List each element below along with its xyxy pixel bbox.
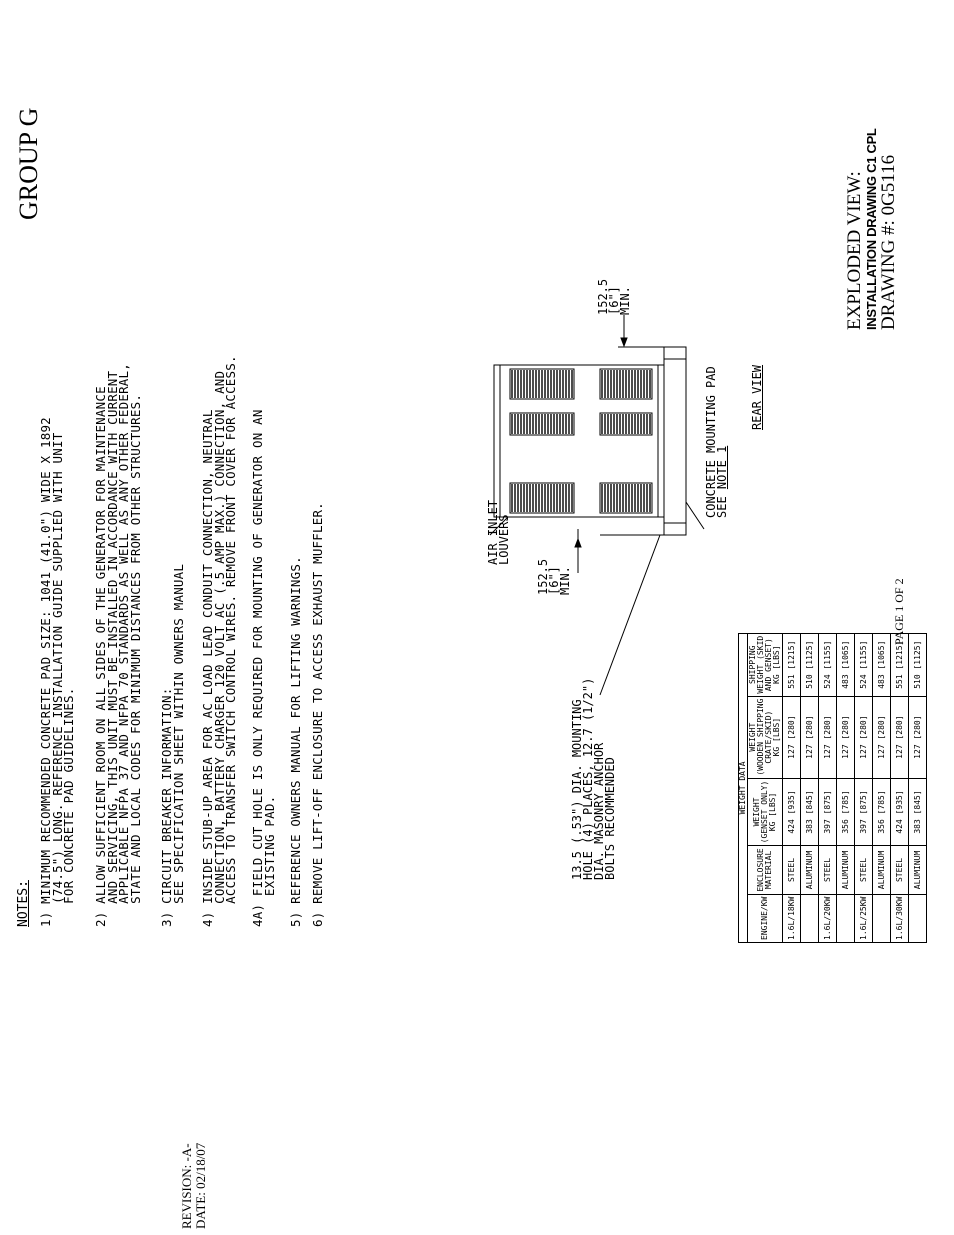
table-cell: 127 [280] xyxy=(800,696,819,779)
weight-table-header-2: WEIGHT (GENSET ONLY) KG [LBS] xyxy=(747,778,783,846)
table-cell: 383 [845] xyxy=(908,778,927,846)
table-cell: 524 [1155] xyxy=(854,633,873,697)
weight-table-header-1: ENCLOSURE MATERIAL xyxy=(747,845,783,895)
table-cell: 524 [1155] xyxy=(818,633,837,697)
table-cell: STEEL xyxy=(854,845,873,895)
table-cell: 551 [1215] xyxy=(890,633,909,697)
pad-leader xyxy=(685,501,705,530)
table-cell: 1.6L/18KW xyxy=(782,894,801,943)
air-inlet-louvers xyxy=(509,368,653,514)
pad-outline xyxy=(663,346,687,536)
table-cell: STEEL xyxy=(890,845,909,895)
louver-panel xyxy=(509,412,575,436)
table-cell: 1.6L/20KW xyxy=(818,894,837,943)
concrete-pad xyxy=(663,346,687,536)
table-cell: 1.6L/25KW xyxy=(854,894,873,943)
table-cell: 127 [280] xyxy=(782,696,801,779)
louver-panel xyxy=(599,412,653,436)
table-cell xyxy=(872,894,891,943)
table-cell: 1.6L/30KW xyxy=(890,894,909,943)
table-cell: 397 [875] xyxy=(854,778,873,846)
dim-left-arrow xyxy=(574,537,582,548)
dim-right-arrow xyxy=(620,337,628,348)
table-cell: 127 [280] xyxy=(818,696,837,779)
table-cell: 483 [1065] xyxy=(836,633,855,697)
table-cell: 127 [280] xyxy=(890,696,909,779)
hole-leader xyxy=(599,534,661,696)
table-cell: 424 [935] xyxy=(890,778,909,846)
table-cell: ALUMINUM xyxy=(908,845,927,895)
table-cell: 510 [1125] xyxy=(908,633,927,697)
table-cell: ALUMINUM xyxy=(836,845,855,895)
louver-panel xyxy=(509,482,575,514)
table-cell: 127 [280] xyxy=(836,696,855,779)
table-cell: 483 [1065] xyxy=(872,633,891,697)
table-cell: 424 [935] xyxy=(782,778,801,846)
table-cell: STEEL xyxy=(818,845,837,895)
weight-table-title: WEIGHT DATA xyxy=(738,633,748,943)
table-cell: 356 [785] xyxy=(836,778,855,846)
louver-panel xyxy=(509,368,575,400)
table-cell xyxy=(908,894,927,943)
table-cell: 383 [845] xyxy=(800,778,819,846)
table-cell: 127 [280] xyxy=(908,696,927,779)
weight-table-header-0: ENGINE/KW xyxy=(747,894,783,943)
table-cell: 127 [280] xyxy=(872,696,891,779)
table-cell: ALUMINUM xyxy=(800,845,819,895)
table-cell: STEEL xyxy=(782,845,801,895)
weight-table-header-4: SHIPPING WEIGHT (SKID AND GENSET) KG [LB… xyxy=(747,633,783,697)
table-cell xyxy=(836,894,855,943)
louver-leader xyxy=(489,516,509,536)
table-cell xyxy=(800,894,819,943)
weight-table-header-3: WEIGHT (WOODEN SHIPPING CRATE/SKID) KG [… xyxy=(747,696,783,779)
table-cell: ALUMINUM xyxy=(872,845,891,895)
louver-panel xyxy=(599,482,653,514)
louver-panel xyxy=(599,368,653,400)
dimension-lines xyxy=(489,315,705,696)
table-cell: 356 [785] xyxy=(872,778,891,846)
table-cell: 127 [280] xyxy=(854,696,873,779)
table-cell: 551 [1215] xyxy=(782,633,801,697)
table-cell: 397 [875] xyxy=(818,778,837,846)
table-cell: 510 [1125] xyxy=(800,633,819,697)
